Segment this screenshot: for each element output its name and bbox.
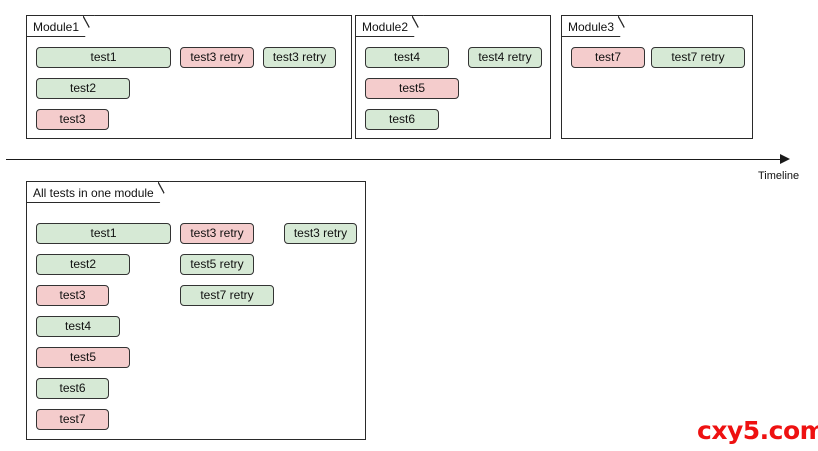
module-2-title: Module2 [355, 15, 424, 37]
module-1-title: Module1 [26, 15, 95, 37]
test-box: test5 [36, 347, 130, 368]
test-box: test3 retry [180, 47, 254, 68]
test-box: test6 [365, 109, 439, 130]
test-box: test3 retry [180, 223, 254, 244]
timeline-axis [6, 159, 782, 160]
test-box: test3 [36, 109, 109, 130]
module-3-title: Module3 [561, 15, 630, 37]
test-box: test3 [36, 285, 109, 306]
test-box: test4 retry [468, 47, 542, 68]
combined-module-title: All tests in one module [26, 181, 170, 203]
test-box: test5 [365, 78, 459, 99]
module-3-frame: Module3 test7 test7 retry [561, 15, 753, 139]
test-box: test3 retry [263, 47, 336, 68]
test-box: test6 [36, 378, 109, 399]
test-box: test2 [36, 254, 130, 275]
module-2-frame: Module2 test4 test4 retry test5 test6 [355, 15, 551, 139]
combined-module-frame: All tests in one module test1 test3 retr… [26, 181, 366, 440]
test-box: test1 [36, 223, 171, 244]
test-box: test2 [36, 78, 130, 99]
test-box: test7 [36, 409, 109, 430]
test-box: test7 [571, 47, 645, 68]
test-box: test5 retry [180, 254, 254, 275]
test-box: test4 [36, 316, 120, 337]
test-box: test1 [36, 47, 171, 68]
test-box: test3 retry [284, 223, 357, 244]
test-box: test7 retry [651, 47, 745, 68]
module-1-frame: Module1 test1 test3 retry test3 retry te… [26, 15, 352, 139]
watermark-logo: cxy5.com [697, 416, 818, 445]
timeline-label: Timeline [758, 170, 800, 182]
test-box: test4 [365, 47, 449, 68]
timeline-arrowhead-icon [780, 154, 790, 164]
test-box: test7 retry [180, 285, 274, 306]
